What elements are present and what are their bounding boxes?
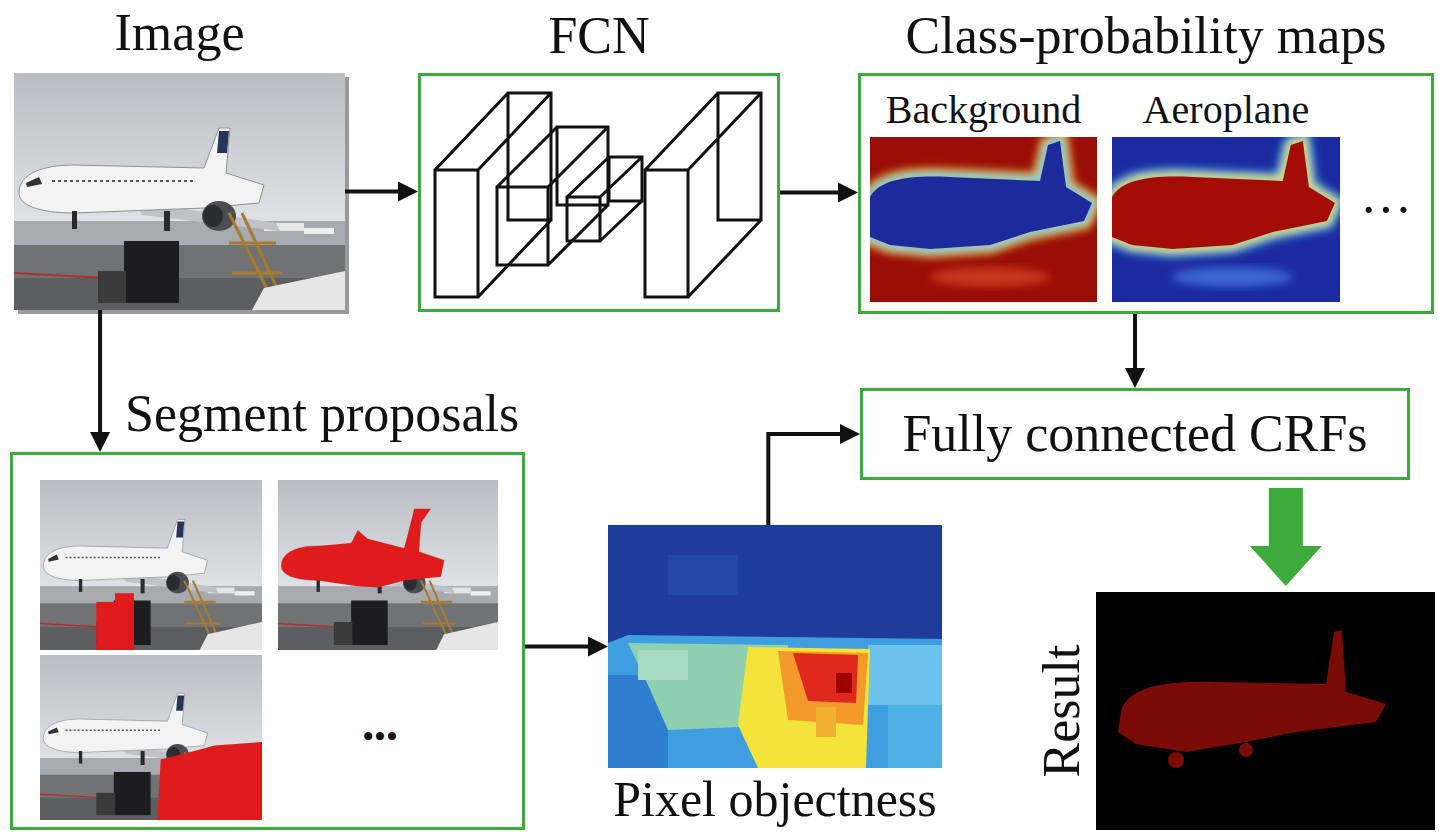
process-box: Fully connected CRFs <box>860 388 1410 480</box>
connector <box>90 310 110 452</box>
arrow-head <box>588 637 608 657</box>
connector <box>345 182 418 202</box>
proposal-thumb <box>40 480 262 650</box>
node-heading: Result <box>1033 645 1090 778</box>
node-heading: FCN <box>548 7 649 64</box>
arrow-head <box>398 182 418 202</box>
result-mask <box>1096 592 1435 830</box>
proposals-box: Segment proposals••• <box>10 452 525 830</box>
connector-line <box>98 310 102 440</box>
input-photo <box>14 73 345 310</box>
connector-line <box>1133 314 1137 376</box>
node-heading: Aeroplane <box>1143 88 1310 132</box>
aeroplane-heatmap <box>1112 137 1340 302</box>
proposal-thumb <box>40 655 262 820</box>
connector <box>768 424 860 525</box>
connector <box>525 637 608 657</box>
arrow-head <box>90 432 110 452</box>
network-box: FCN <box>418 73 780 312</box>
map-frame: Aeroplane <box>1112 137 1340 302</box>
objectness-frame: Pixel objectness <box>608 525 942 768</box>
objectness-map <box>608 525 942 768</box>
connector-line <box>345 190 406 194</box>
connector-line <box>525 645 596 649</box>
connector <box>780 183 858 203</box>
image-frame: Image <box>14 73 345 310</box>
flow-arrow <box>1250 488 1322 586</box>
arrow-head <box>1125 368 1145 388</box>
result-frame: Result <box>1096 592 1435 830</box>
node-heading: Pixel objectness <box>613 772 937 827</box>
node-heading: Fully connected CRFs <box>902 405 1367 462</box>
node-heading: Segment proposals <box>125 385 519 442</box>
node-heading: Class-probability maps <box>906 7 1387 64</box>
background-heatmap <box>870 137 1097 302</box>
map-frame: Background <box>870 137 1097 302</box>
arrow-head <box>840 424 860 444</box>
node-heading: Image <box>115 4 245 61</box>
proposal-thumb <box>278 480 498 650</box>
connector-line <box>780 191 846 195</box>
connector-line <box>768 434 848 525</box>
node-heading: Background <box>886 88 1082 132</box>
connector <box>1125 314 1145 388</box>
maps-box: Class-probability mapsBackgroundAeroplan… <box>858 73 1434 314</box>
ellipsis-label: ··· <box>1360 184 1412 236</box>
arrow-head <box>838 183 858 203</box>
fcn-layers <box>435 93 761 297</box>
ellipsis-label: ••• <box>362 720 398 754</box>
